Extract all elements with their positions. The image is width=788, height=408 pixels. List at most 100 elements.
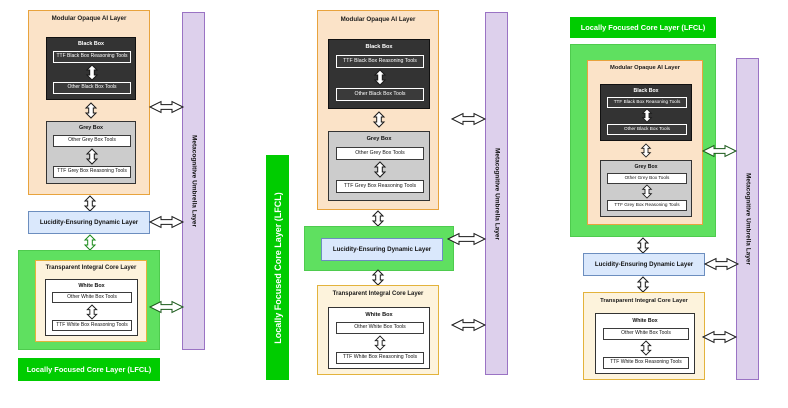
ttf-black-box-reasoning-tools-label: TTF Black Box Reasoning Tools	[613, 99, 681, 105]
lfcl-label: Locally Focused Core Layer (LFCL)	[266, 155, 289, 380]
bidirectional-arrow-horizontal-icon	[148, 300, 185, 314]
ttf-black-box-reasoning-tools: TTF Black Box Reasoning Tools	[336, 55, 424, 68]
bidirectional-arrow-vertical-icon	[372, 111, 386, 128]
lfcl-label: Locally Focused Core Layer (LFCL)	[18, 358, 160, 381]
other-black-box-tools-label: Other Black Box Tools	[623, 126, 671, 132]
bidirectional-arrow-vertical-icon	[636, 237, 650, 254]
bidirectional-arrow-vertical-icon	[639, 340, 653, 356]
black-box-label: Black Box	[365, 44, 393, 50]
lucidity-ensuring-dynamic-layer: Lucidity-Ensuring Dynamic Layer	[321, 238, 443, 261]
white-box: White Box Other White Box Tools TTF Whit…	[595, 313, 695, 374]
ttf-black-box-reasoning-tools: TTF Black Box Reasoning Tools	[53, 51, 131, 63]
transparent-integral-core-layer-label: Transparent Integral Core Layer	[45, 265, 137, 271]
white-box-label: White Box	[632, 318, 658, 324]
ttf-grey-box-reasoning-tools-label: TTF Grey Box Reasoning Tools	[614, 202, 680, 208]
ttf-white-box-reasoning-tools: TTF White Box Reasoning Tools	[603, 357, 689, 369]
metacognitive-umbrella-layer-label: Metacognitive Umbrella Layer	[190, 134, 197, 228]
bidirectional-arrow-vertical-icon	[371, 210, 385, 227]
white-box: White Box Other White Box Tools TTF Whit…	[328, 307, 430, 369]
other-white-box-tools: Other White Box Tools	[336, 322, 424, 334]
lfcl-label: Locally Focused Core Layer (LFCL)	[570, 17, 716, 38]
other-white-box-tools-label: Other White Box Tools	[621, 330, 671, 337]
other-black-box-tools-label: Other Black Box Tools	[354, 90, 406, 97]
other-black-box-tools: Other Black Box Tools	[336, 88, 424, 101]
grey-box-label: Grey Box	[634, 164, 658, 170]
grey-box: Grey Box Other Grey Box Tools TTF Grey B…	[328, 131, 430, 201]
ttf-white-box-reasoning-tools-label: TTF White Box Reasoning Tools	[56, 321, 128, 328]
lucidity-ensuring-dynamic-layer: Lucidity-Ensuring Dynamic Layer	[583, 253, 705, 276]
white-box: White Box Other White Box Tools TTF Whit…	[45, 279, 138, 336]
panel-right: Locally Focused Core Layer (LFCL) Modula…	[540, 0, 788, 408]
black-box: Black Box TTF Black Box Reasoning Tools …	[46, 37, 136, 100]
grey-box: Grey Box Other Grey Box Tools TTF Grey B…	[46, 121, 136, 184]
bidirectional-arrow-horizontal-icon	[148, 100, 185, 114]
lfcl-scope-area: Lucidity-Ensuring Dynamic Layer	[304, 226, 454, 271]
grey-box-label: Grey Box	[79, 125, 103, 131]
metacognitive-umbrella-layer: Metacognitive Umbrella Layer	[485, 12, 508, 375]
bidirectional-arrow-vertical-icon	[85, 148, 99, 165]
bidirectional-arrow-vertical-icon	[373, 335, 387, 351]
bidirectional-arrow-vertical-icon	[639, 143, 653, 158]
panel-middle: Locally Focused Core Layer (LFCL) Modula…	[260, 0, 540, 408]
ttf-grey-box-reasoning-tools-label: TTF Grey Box Reasoning Tools	[343, 182, 417, 189]
lfcl-label-text: Locally Focused Core Layer (LFCL)	[580, 23, 706, 32]
modular-opaque-ai-layer-label: Modular Opaque AI Layer	[609, 65, 680, 71]
other-grey-box-tools: Other Grey Box Tools	[336, 147, 424, 160]
lfcl-scope-area: Transparent Integral Core Layer White Bo…	[18, 250, 160, 350]
other-white-box-tools-label: Other White Box Tools	[354, 324, 406, 331]
black-box: Black Box TTF Black Box Reasoning Tools …	[328, 39, 430, 109]
ttf-grey-box-reasoning-tools: TTF Grey Box Reasoning Tools	[607, 200, 687, 211]
grey-box: Grey Box Other Grey Box Tools TTF Grey B…	[600, 160, 692, 217]
other-black-box-tools: Other Black Box Tools	[53, 82, 131, 94]
other-grey-box-tools: Other Grey Box Tools	[53, 135, 131, 147]
ttf-black-box-reasoning-tools-label: TTF Black Box Reasoning Tools	[56, 53, 128, 60]
ttf-grey-box-reasoning-tools-label: TTF Grey Box Reasoning Tools	[57, 168, 127, 175]
lucidity-ensuring-dynamic-layer-label: Lucidity-Ensuring Dynamic Layer	[39, 219, 139, 226]
bidirectional-arrow-vertical-icon	[640, 184, 654, 199]
other-grey-box-tools: Other Grey Box Tools	[607, 173, 687, 184]
ttf-black-box-reasoning-tools-label: TTF Black Box Reasoning Tools	[343, 57, 417, 64]
other-grey-box-tools-label: Other Grey Box Tools	[624, 175, 670, 181]
ttf-white-box-reasoning-tools-label: TTF White Box Reasoning Tools	[342, 354, 418, 361]
ttf-black-box-reasoning-tools: TTF Black Box Reasoning Tools	[607, 97, 687, 108]
other-white-box-tools-label: Other White Box Tools	[67, 293, 117, 300]
other-white-box-tools: Other White Box Tools	[52, 292, 132, 303]
black-box: Black Box TTF Black Box Reasoning Tools …	[600, 84, 692, 141]
metacognitive-umbrella-layer: Metacognitive Umbrella Layer	[182, 12, 205, 350]
transparent-integral-core-layer: Transparent Integral Core Layer White Bo…	[35, 260, 147, 342]
bidirectional-arrow-vertical-icon	[83, 195, 97, 212]
panel-left: Modular Opaque AI Layer Black Box TTF Bl…	[0, 0, 260, 408]
modular-opaque-ai-layer: Modular Opaque AI Layer Black Box TTF Bl…	[28, 10, 150, 195]
ttf-white-box-reasoning-tools: TTF White Box Reasoning Tools	[52, 320, 132, 331]
white-box-label: White Box	[78, 283, 105, 289]
transparent-integral-core-layer-label: Transparent Integral Core Layer	[332, 291, 424, 297]
other-black-box-tools-label: Other Black Box Tools	[67, 84, 117, 91]
bidirectional-arrow-vertical-icon	[85, 304, 99, 320]
ttf-white-box-reasoning-tools-label: TTF White Box Reasoning Tools	[610, 359, 682, 366]
transparent-integral-core-layer-label: Transparent Integral Core Layer	[600, 298, 688, 304]
other-grey-box-tools-label: Other Grey Box Tools	[68, 137, 116, 144]
lfcl-label-text: Locally Focused Core Layer (LFCL)	[26, 365, 152, 374]
ttf-white-box-reasoning-tools: TTF White Box Reasoning Tools	[336, 352, 424, 364]
lucidity-ensuring-dynamic-layer-label: Lucidity-Ensuring Dynamic Layer	[332, 246, 432, 253]
black-box-label: Black Box	[77, 41, 105, 47]
other-grey-box-tools-label: Other Grey Box Tools	[355, 149, 405, 156]
metacognitive-umbrella-layer: Metacognitive Umbrella Layer	[736, 58, 759, 380]
ttf-grey-box-reasoning-tools: TTF Grey Box Reasoning Tools	[336, 180, 424, 193]
bidirectional-arrow-horizontal-icon	[701, 144, 738, 158]
transparent-integral-core-layer: Transparent Integral Core Layer White Bo…	[583, 292, 705, 380]
other-black-box-tools: Other Black Box Tools	[607, 124, 687, 135]
modular-opaque-ai-layer-label: Modular Opaque AI Layer	[51, 15, 127, 22]
bidirectional-arrow-vertical-icon	[373, 161, 387, 178]
bidirectional-arrow-horizontal-icon	[701, 330, 738, 344]
modular-opaque-ai-layer: Modular Opaque AI Layer Black Box TTF Bl…	[317, 10, 439, 210]
bidirectional-arrow-vertical-icon	[83, 234, 97, 251]
bidirectional-arrow-vertical-icon	[371, 269, 385, 286]
bidirectional-arrow-horizontal-icon	[148, 215, 185, 229]
bidirectional-arrow-vertical-icon	[640, 108, 654, 123]
white-box-label: White Box	[365, 312, 393, 318]
modular-opaque-ai-layer-label: Modular Opaque AI Layer	[340, 16, 416, 23]
black-box-label: Black Box	[633, 88, 659, 94]
bidirectional-arrow-vertical-icon	[373, 69, 387, 86]
bidirectional-arrow-vertical-icon	[636, 276, 650, 293]
